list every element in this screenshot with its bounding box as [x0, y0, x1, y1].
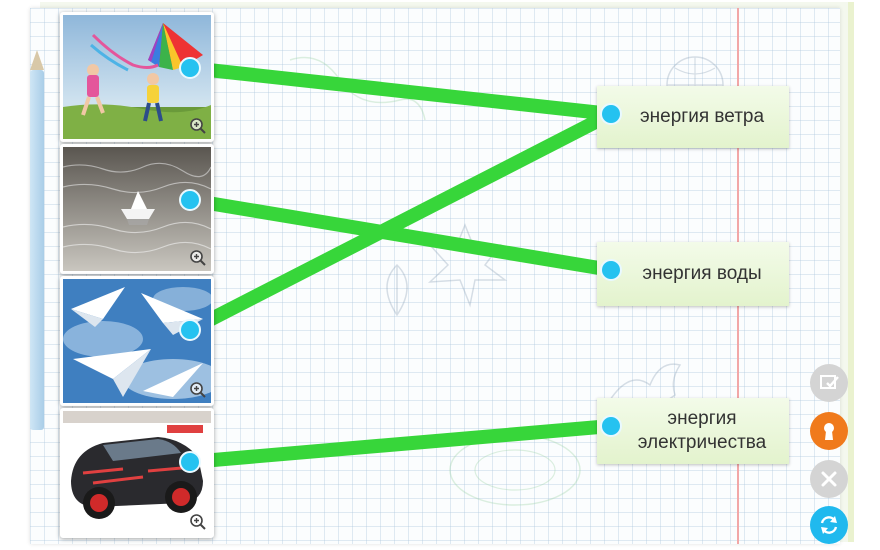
- connector-dot-paper-boat[interactable]: [179, 189, 201, 211]
- connector-dot-toy-car[interactable]: [179, 451, 201, 473]
- label-wind-energy[interactable]: энергия ветра: [597, 86, 789, 148]
- label-water-energy[interactable]: энергия воды: [597, 242, 789, 306]
- refresh-button[interactable]: [810, 506, 848, 544]
- refresh-icon: [820, 516, 838, 534]
- picture-card-toy-car[interactable]: [60, 408, 214, 538]
- close-icon: [821, 471, 837, 487]
- picture-card-paper-planes[interactable]: [60, 276, 214, 406]
- zoom-in-icon[interactable]: [189, 249, 207, 267]
- connector-dot-wind[interactable]: [600, 103, 622, 125]
- connector-dot-electricity[interactable]: [600, 415, 622, 437]
- label-water-energy-text: энергия воды: [642, 263, 762, 284]
- connector-kite-wind: [183, 61, 618, 121]
- connector-dot-water[interactable]: [600, 259, 622, 281]
- connector-car-electricity: [183, 419, 618, 469]
- picture-card-kite[interactable]: [60, 12, 214, 142]
- paper-planes-photo: [63, 279, 211, 403]
- hint-button[interactable]: [810, 412, 848, 450]
- connector-boat-water: [183, 193, 618, 277]
- label-electricity-energy-text-line1: энергия: [667, 408, 737, 429]
- kite-photo: [63, 15, 211, 139]
- toy-car-photo: [63, 411, 211, 535]
- lizard-doodle: [289, 56, 426, 121]
- connector-dot-paper-planes[interactable]: [179, 319, 201, 341]
- label-wind-energy-text: энергия ветра: [639, 106, 765, 127]
- label-electricity-energy-text-line2: электричества: [637, 432, 767, 453]
- leaf-doodle-small: [386, 263, 408, 317]
- check-icon: [820, 375, 839, 389]
- zoom-in-icon[interactable]: [189, 381, 207, 399]
- clear-button[interactable]: [810, 460, 848, 498]
- connector-planes-wind: [183, 107, 618, 337]
- zoom-in-icon[interactable]: [189, 513, 207, 531]
- zoom-in-icon[interactable]: [189, 117, 207, 135]
- keyhole-icon: [824, 423, 834, 440]
- label-electricity-energy[interactable]: энергия электричества: [597, 398, 789, 464]
- picture-card-paper-boat[interactable]: [60, 144, 214, 274]
- check-answer-button[interactable]: [810, 364, 848, 402]
- pencil-tip: [30, 50, 44, 70]
- connector-dot-kite[interactable]: [179, 57, 201, 79]
- pencil-decoration: [30, 70, 44, 430]
